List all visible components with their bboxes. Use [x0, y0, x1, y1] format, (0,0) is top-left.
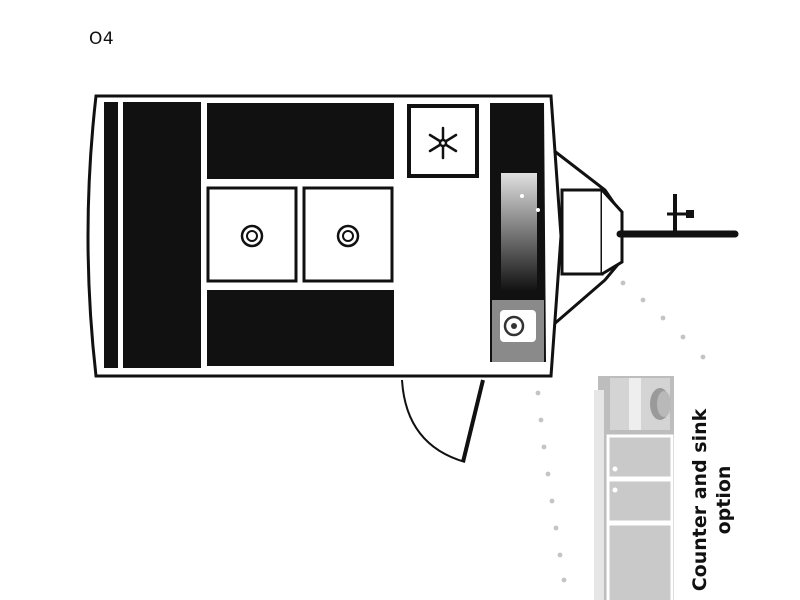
entry-door [401, 379, 485, 463]
wall-cabinet [104, 102, 118, 368]
upper-bench [207, 103, 394, 179]
counter-top [501, 173, 537, 291]
option-callout: Counter and sink option [688, 400, 736, 600]
burner-left [206, 186, 298, 283]
snowflake-icon [428, 126, 458, 160]
option-drawer [606, 478, 674, 524]
burner-icon [240, 224, 264, 248]
counter-sink-option [594, 376, 674, 600]
galley-cabinet [490, 103, 546, 362]
option-drawer [606, 434, 674, 480]
sink-drain-icon [500, 310, 536, 342]
burner-right [302, 186, 394, 283]
callout-line-1: Counter and sink [689, 408, 711, 592]
stovetop [206, 186, 394, 283]
lower-bench [207, 290, 394, 366]
option-door [606, 522, 674, 600]
tongue-box [560, 188, 604, 276]
bed [123, 102, 201, 368]
callout-line-2: option [713, 465, 735, 535]
model-label: O4 [89, 29, 115, 49]
burner-icon [336, 224, 360, 248]
refrigerator [407, 104, 479, 178]
